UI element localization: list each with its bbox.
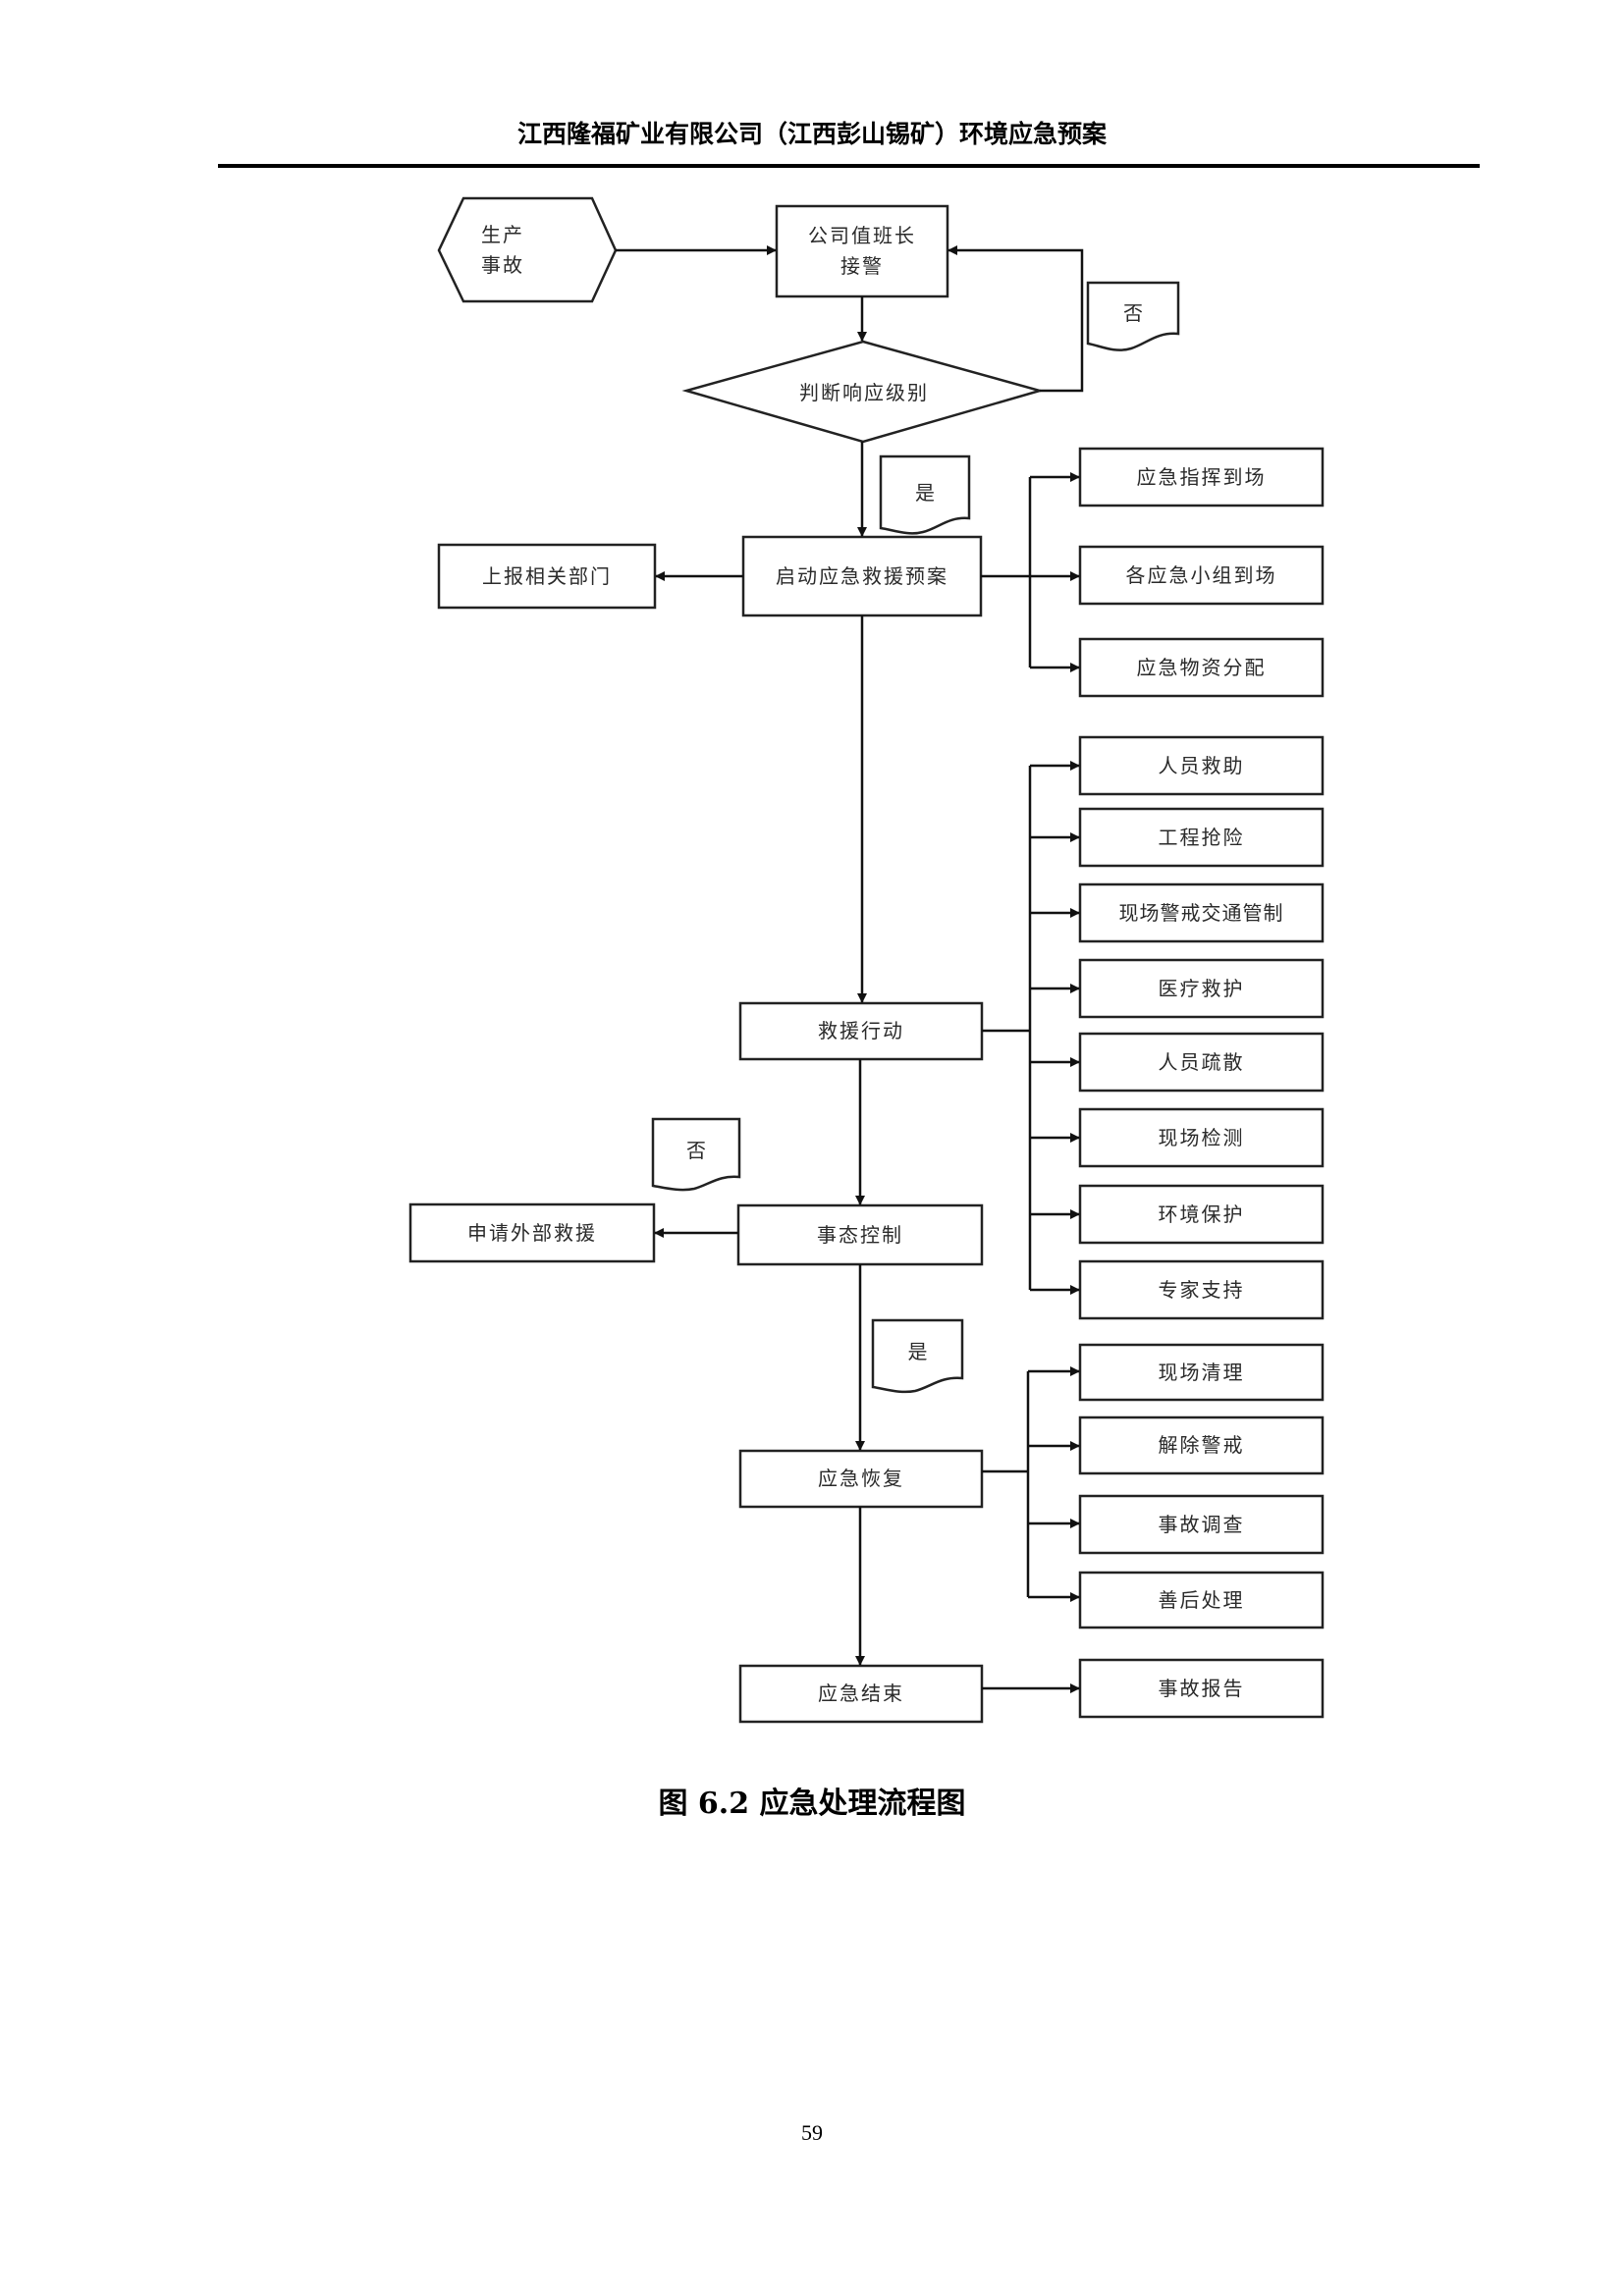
document-header-title: 江西隆福矿业有限公司（江西彭山锡矿）环境应急预案 — [516, 120, 1107, 148]
rescue-branch-box — [1078, 735, 1325, 796]
rescue-branch-box — [1078, 807, 1325, 868]
end-node: 应急结束 — [818, 1682, 904, 1705]
rescue-node: 救援行动 — [818, 1019, 904, 1042]
rescue-branch-node: 专家支持 — [1158, 1277, 1245, 1302]
rescue-branch-box — [1078, 1107, 1325, 1168]
recovery-node: 应急恢复 — [818, 1467, 904, 1490]
activate-branch-node: 应急物资分配 — [1136, 655, 1267, 679]
rescue-branch-box — [1078, 958, 1325, 1019]
rescue-branch-node: 环境保护 — [1158, 1201, 1245, 1226]
rescue-branch-box — [1078, 882, 1325, 943]
receive-node-line1: 公司值班长 — [808, 224, 916, 247]
recovery-branch-box — [1078, 1415, 1325, 1475]
end-branch-node: 事故报告 — [1158, 1676, 1245, 1700]
activate-node: 启动应急救援预案 — [776, 563, 948, 588]
report-dept-box — [437, 543, 657, 610]
decision-no-note — [1086, 281, 1180, 351]
recovery-box — [738, 1449, 984, 1509]
activate-branch-box — [1078, 637, 1325, 698]
recovery-branch-node: 解除警戒 — [1158, 1433, 1245, 1457]
receive-node-line2: 接警 — [840, 254, 884, 278]
rescue-branch-node: 人员疏散 — [1158, 1049, 1245, 1074]
activate-branch-node: 应急指挥到场 — [1136, 464, 1267, 489]
control-yes-note — [871, 1318, 964, 1394]
figure-caption: 图 6.2 应急处理流程图 — [658, 1787, 966, 1821]
end-branch-box — [1078, 1658, 1325, 1719]
activate-branch-node: 各应急小组到场 — [1125, 562, 1277, 587]
start-hexagon — [437, 196, 618, 303]
control-node: 事态控制 — [817, 1222, 903, 1247]
recovery-branch-node: 事故调查 — [1158, 1512, 1245, 1536]
external-help-box — [408, 1202, 656, 1263]
activate-branch-box — [1078, 447, 1325, 507]
page-number: 59 — [801, 2120, 823, 2145]
report-dept-node: 上报相关部门 — [482, 563, 612, 588]
rescue-branch-node: 医疗救护 — [1158, 976, 1245, 1000]
decision-node: 判断响应级别 — [799, 380, 929, 404]
end-box — [738, 1664, 984, 1724]
control-box — [736, 1203, 984, 1266]
rescue-branch-node: 人员救助 — [1158, 753, 1245, 777]
header-rule — [218, 164, 1480, 168]
rescue-box — [738, 1001, 984, 1061]
start-node-line2: 事故 — [481, 252, 524, 277]
recovery-branch-box — [1078, 1343, 1325, 1402]
recovery-branch-node: 善后处理 — [1158, 1587, 1245, 1612]
start-node-line1: 生产 — [481, 222, 524, 246]
decision-no-label: 否 — [1123, 301, 1143, 325]
arrow-decision-no-feedback — [947, 245, 1084, 393]
rescue-branch-box — [1078, 1032, 1325, 1093]
receive-node: 公司值班长 接警 — [777, 206, 947, 296]
activate-branch-box — [1078, 545, 1325, 606]
recovery-branch-node: 现场清理 — [1158, 1360, 1245, 1384]
external-help-node: 申请外部救援 — [467, 1220, 597, 1245]
rescue-branch-box — [1078, 1184, 1325, 1245]
recovery-branch-box — [1078, 1494, 1325, 1555]
decision-yes-note — [879, 454, 971, 535]
control-no-label: 否 — [686, 1138, 706, 1162]
rescue-branch-node: 现场检测 — [1158, 1125, 1245, 1149]
start-node: 生产 事故 — [463, 198, 542, 301]
control-yes-label: 是 — [907, 1339, 928, 1363]
recovery-branch-box — [1078, 1571, 1325, 1629]
rescue-branch-node: 工程抢险 — [1158, 825, 1245, 849]
control-no-note — [651, 1117, 741, 1192]
decision-yes-label: 是 — [915, 480, 935, 505]
rescue-branch-box — [1078, 1259, 1325, 1320]
rescue-branch-node: 现场警戒交通管制 — [1118, 900, 1284, 925]
